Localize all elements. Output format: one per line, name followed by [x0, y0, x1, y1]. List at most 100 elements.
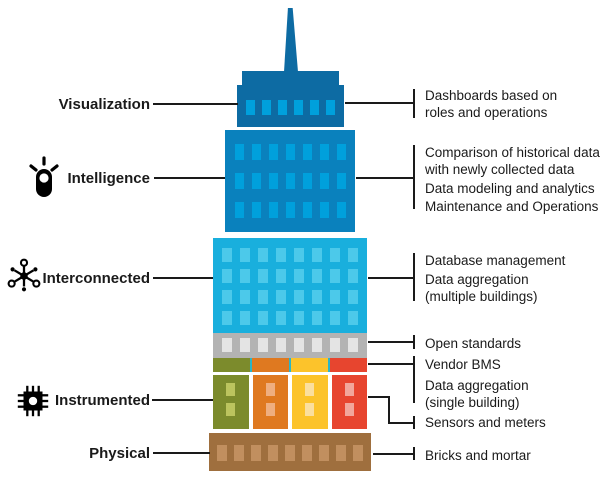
window	[294, 100, 303, 115]
connector-tick	[413, 335, 415, 349]
connector-elbow	[388, 396, 390, 424]
window	[312, 248, 322, 262]
window-row	[225, 173, 355, 189]
connector-tick	[413, 416, 415, 429]
window	[240, 269, 250, 283]
window	[285, 144, 295, 160]
connector-line	[368, 396, 390, 398]
window	[234, 202, 244, 218]
window	[276, 290, 286, 304]
annotation-data-aggregation-single: Data aggregation(single building)	[425, 378, 529, 410]
connector-line	[356, 177, 414, 179]
window	[285, 173, 295, 189]
window	[302, 445, 312, 461]
annotation-data-modeling: Data modeling and analytics	[425, 181, 595, 196]
window	[312, 290, 322, 304]
window	[268, 173, 278, 189]
connector-line	[368, 341, 414, 343]
window	[348, 338, 358, 352]
window	[319, 445, 329, 461]
window-row	[237, 85, 344, 115]
window	[330, 338, 340, 352]
connector-line	[152, 399, 213, 401]
connector-line	[153, 277, 213, 279]
window	[336, 144, 346, 160]
window	[234, 173, 244, 189]
level-label-physical: Physical	[89, 445, 150, 462]
window	[258, 338, 268, 352]
window	[222, 290, 232, 304]
window	[251, 173, 261, 189]
window	[330, 248, 340, 262]
window	[276, 248, 286, 262]
level-label-instrumented: Instrumented	[54, 392, 150, 409]
window	[222, 338, 232, 352]
annotation-database-management: Database management	[425, 253, 566, 268]
sensor-bulb-icon	[26, 155, 62, 204]
window	[319, 144, 329, 160]
window	[336, 202, 346, 218]
window	[276, 269, 286, 283]
vendor-bms-row	[213, 358, 367, 372]
bms-block-olive	[213, 358, 250, 372]
window	[268, 202, 278, 218]
window	[222, 311, 232, 325]
intelligence-block	[225, 130, 355, 232]
window	[240, 311, 250, 325]
annotation-vendor-bms: Vendor BMS	[425, 357, 501, 372]
window-row	[225, 144, 355, 160]
window-row	[213, 333, 367, 352]
connector-line	[373, 453, 414, 455]
window	[276, 338, 286, 352]
window	[262, 100, 271, 115]
connector-line	[368, 363, 414, 365]
window	[234, 144, 244, 160]
window	[319, 173, 329, 189]
window-row	[209, 433, 371, 461]
connector-line	[345, 102, 414, 104]
window	[330, 269, 340, 283]
window	[246, 100, 255, 115]
bms-block-yellow	[289, 358, 328, 372]
connector-bracket	[413, 145, 415, 209]
connector-bracket	[413, 253, 415, 301]
window	[294, 290, 304, 304]
interconnected-block	[213, 238, 367, 333]
building-antenna	[284, 8, 298, 72]
window	[319, 202, 329, 218]
connector-bracket	[413, 89, 415, 118]
building-roof-step	[242, 71, 339, 86]
window	[265, 403, 275, 416]
window	[240, 290, 250, 304]
window-row	[213, 248, 367, 262]
window	[234, 445, 244, 461]
annotation-bricks-mortar: Bricks and mortar	[425, 448, 531, 463]
sensor-block-olive	[213, 375, 249, 429]
connector-line	[153, 103, 238, 105]
window	[226, 383, 236, 396]
window	[330, 311, 340, 325]
sensor-block-orange	[252, 375, 288, 429]
window	[305, 383, 315, 396]
window	[348, 290, 358, 304]
window-row	[213, 290, 367, 304]
window	[310, 100, 319, 115]
window	[278, 100, 287, 115]
window	[258, 269, 268, 283]
window	[285, 202, 295, 218]
window	[285, 445, 295, 461]
window	[251, 202, 261, 218]
microchip-icon	[14, 382, 52, 425]
window	[344, 383, 354, 396]
bms-block-red	[328, 358, 367, 372]
window	[240, 338, 250, 352]
window	[305, 403, 315, 416]
window	[258, 290, 268, 304]
annotation-sensors-meters: Sensors and meters	[425, 415, 546, 430]
window	[348, 311, 358, 325]
window	[336, 173, 346, 189]
window-row	[213, 269, 367, 283]
window	[326, 100, 335, 115]
level-label-interconnected: Interconnected	[42, 270, 150, 287]
